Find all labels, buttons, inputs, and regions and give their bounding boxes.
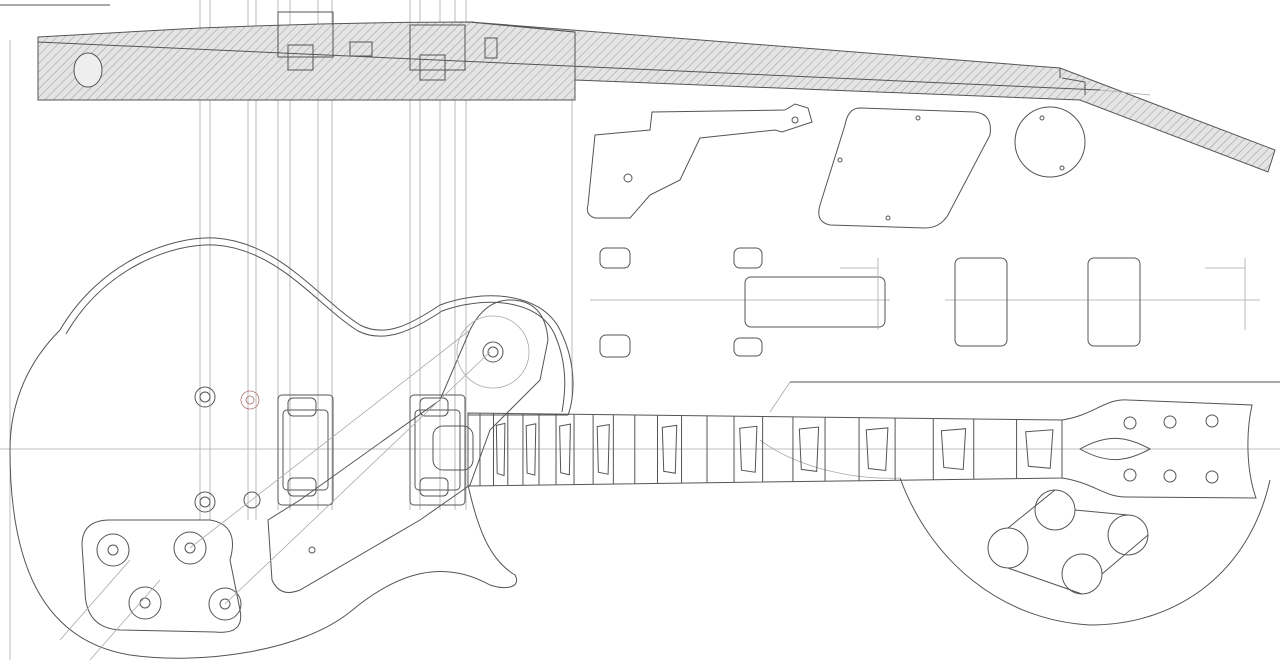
parts-templates (586, 103, 1246, 358)
fret-inlay (596, 424, 610, 475)
fret-inlay (1025, 429, 1054, 469)
switch-cover-template (1014, 106, 1086, 178)
fret-inlay (559, 423, 571, 476)
control-knob-cavities (987, 489, 1149, 595)
control-cover-template (818, 107, 991, 229)
frets (479, 413, 1054, 486)
fret-inlay (525, 423, 537, 476)
body-outline (9, 237, 574, 659)
fret-inlay (495, 422, 506, 477)
pickup-cavities (277, 394, 466, 506)
fret-inlay (798, 426, 820, 472)
pickguard (267, 299, 549, 593)
profile-cavity (73, 52, 103, 88)
side-profile (0, 4, 1276, 173)
fret-inlay (739, 425, 758, 473)
back-view (759, 381, 1280, 626)
bridge-posts (194, 386, 261, 513)
fretboard (467, 412, 1063, 487)
guitar-body (9, 237, 574, 661)
fret-inlay (865, 427, 889, 472)
pickup-ring-template (744, 276, 886, 328)
headstock (1061, 399, 1257, 499)
tuner-holes (1123, 414, 1219, 484)
fret-inlay (940, 428, 967, 471)
control-cavity (59, 329, 491, 661)
neck (432, 399, 1257, 499)
pickguard-template (586, 103, 813, 219)
fret-inlay (661, 424, 678, 474)
